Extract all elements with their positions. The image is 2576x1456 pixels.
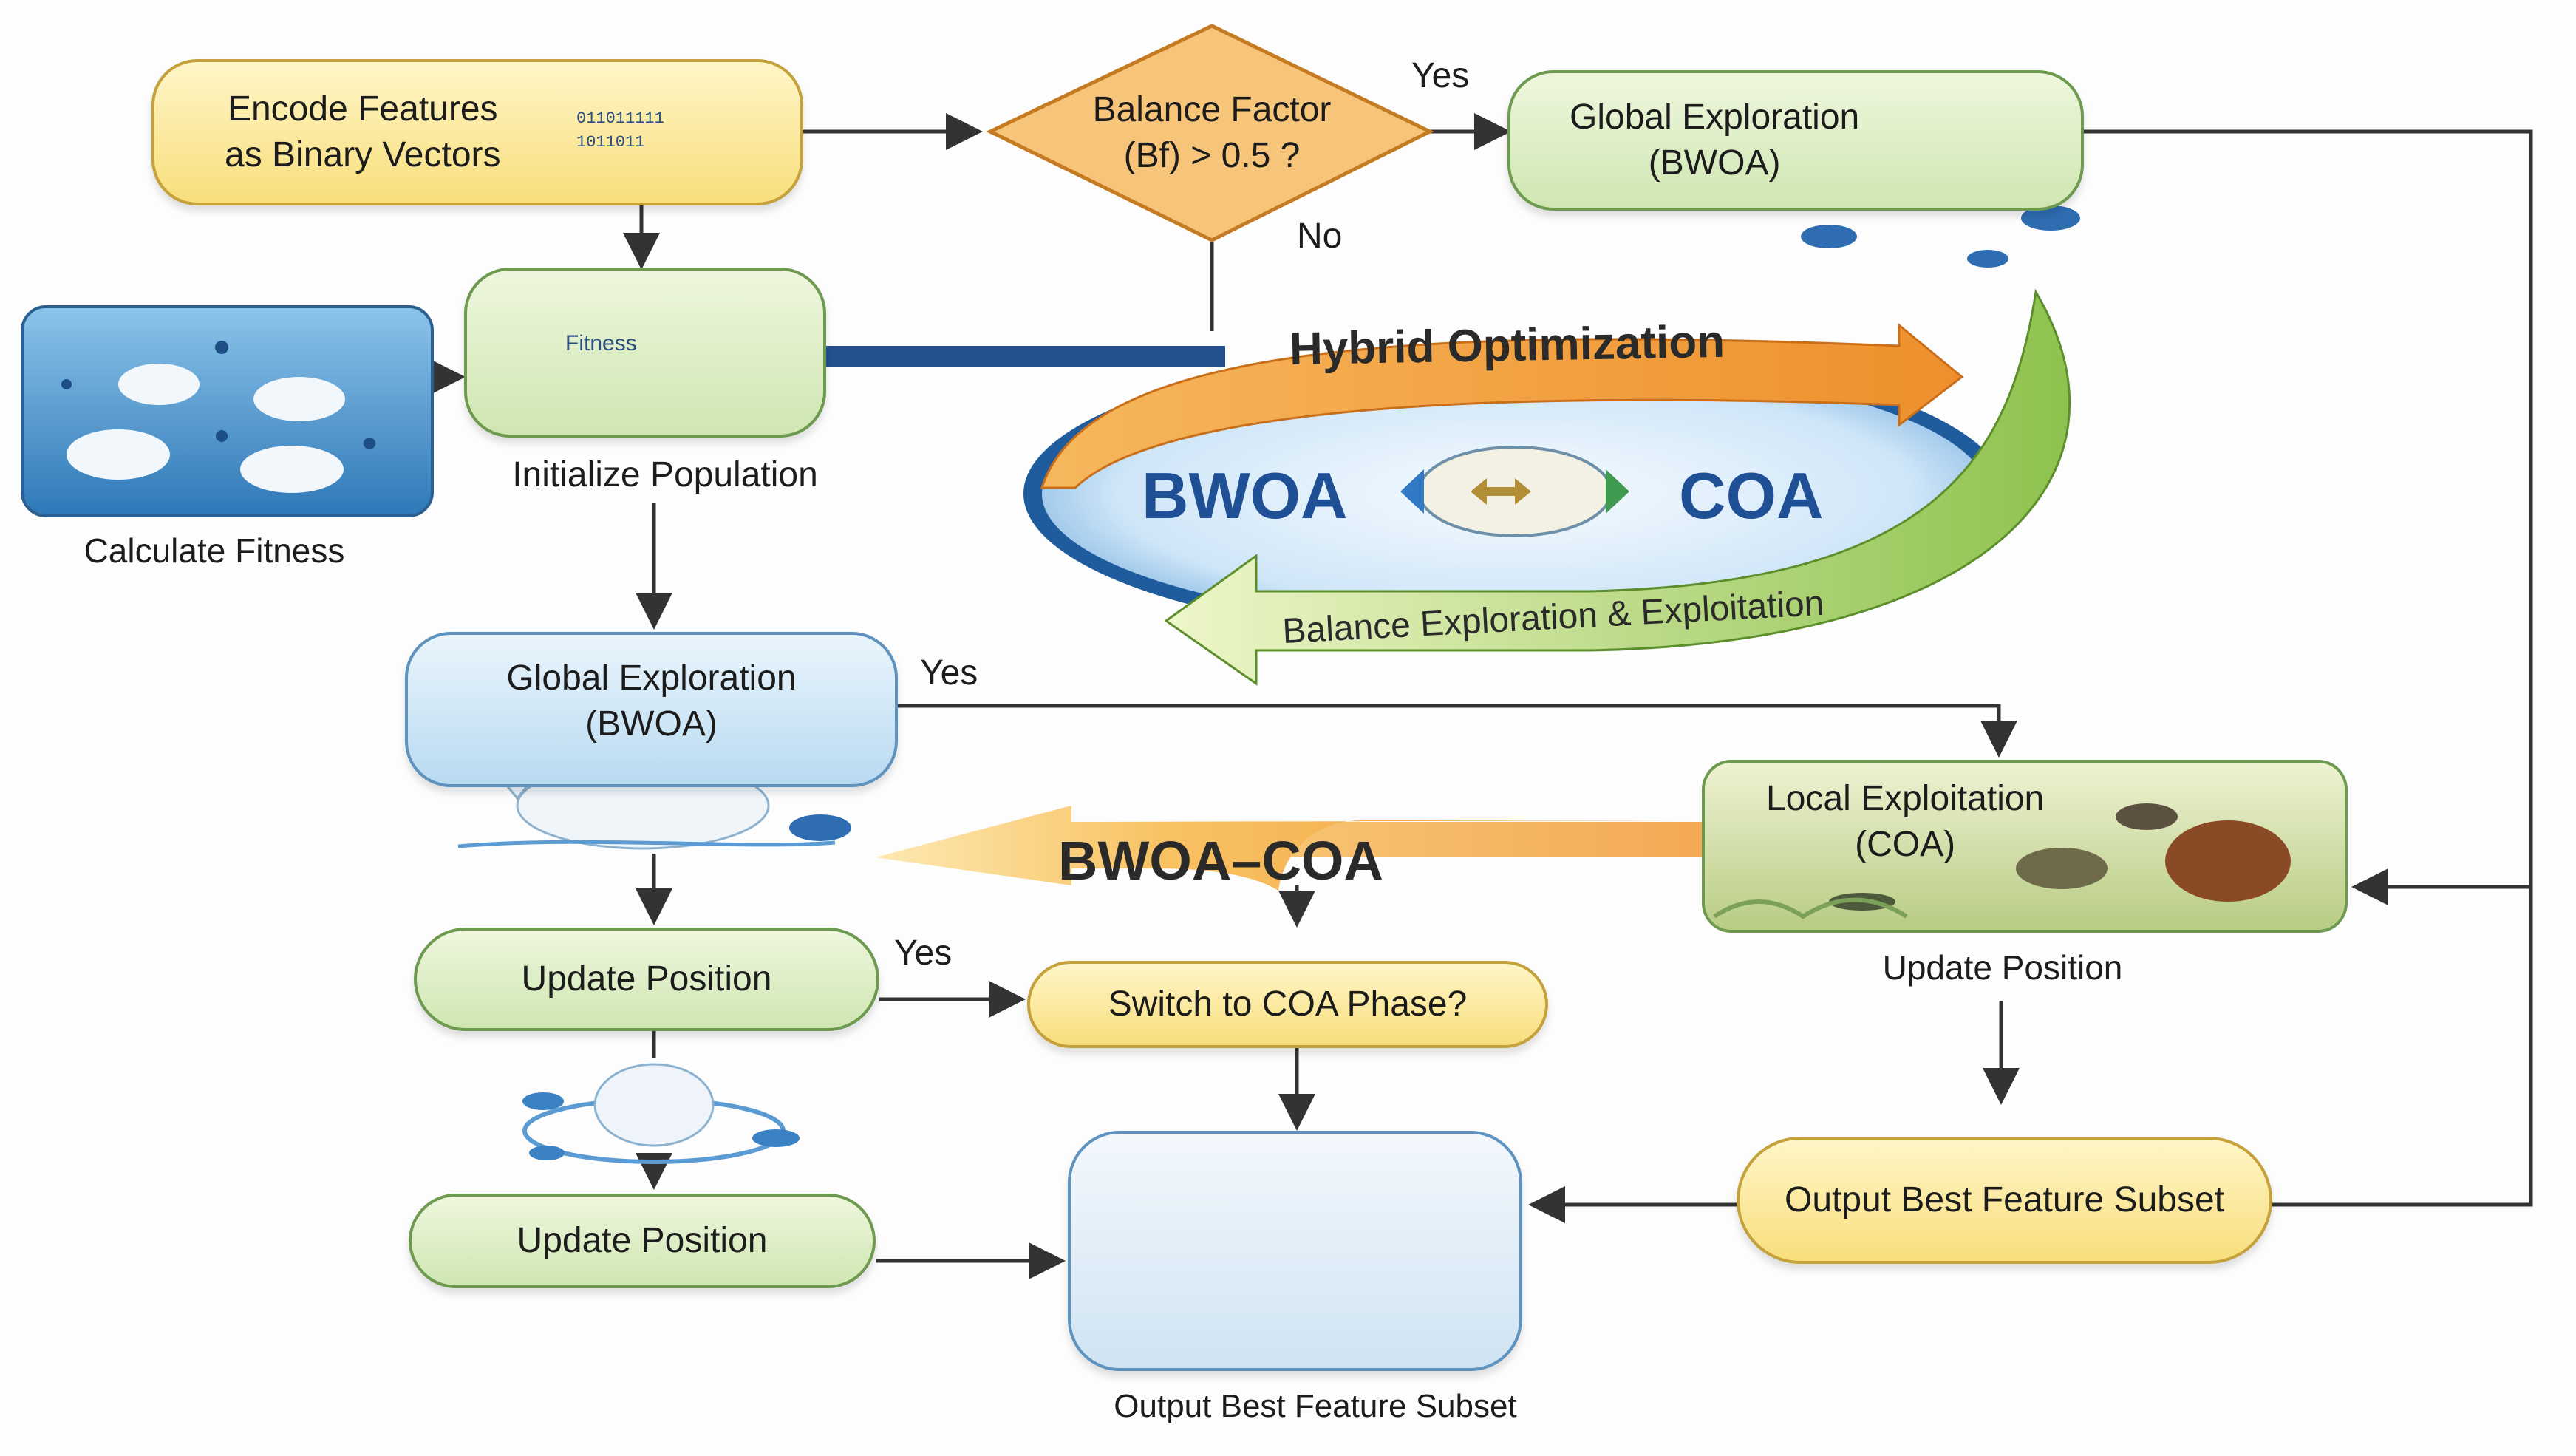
switch-coa-label: Switch to COA Phase? [1108,984,1468,1024]
update-position-1-node: Update Position [414,928,879,1031]
connectors [429,113,2533,1279]
global-exploration-top-label: Global Exploration (BWOA) [1570,97,1860,183]
hybrid-bwoa-label: BWOA [1142,459,1348,532]
edge-global-loop [2084,129,2533,905]
update-position-1-label: Update Position [521,959,772,999]
hybrid-coa-label: COA [1679,459,1824,532]
local-exploitation-label: Local Exploitation (COA) [1766,779,2045,865]
yes-top-label: Yes [1411,56,1470,95]
hybrid-bottom-arrow [1164,288,2071,686]
global-exploration-mid-node: Global Exploration (BWOA) [405,632,898,787]
ocean-whales-image [21,305,434,517]
hybrid-top-arrow [1040,322,1964,489]
decision-diamond [986,24,1434,242]
swap-arrow-icon [1471,478,1531,505]
local-update-position-label: Update Position [1882,948,2123,987]
initialize-population-label: Initialize Population [512,455,818,494]
output-best-subset-right-node: Output Best Feature Subset [1737,1137,2272,1264]
hybrid-optimization-graphic [1023,288,2071,686]
edge-globalmid-local [898,704,2017,758]
whale-vortex-image [522,1063,800,1164]
initialize-population-node [464,268,826,438]
encode-features-label: Encode Features as Binary Vectors [225,89,501,174]
binary-line-1: 011011111 [576,109,664,128]
forest-animals-image [1702,760,2348,933]
output-best-subset-node [1068,1131,1522,1371]
decision-label: Balance Factor (Bf) > 0.5 ? [1092,89,1332,175]
yes-mid-label: Yes [920,653,978,693]
update-position-2-node: Update Position [409,1194,876,1288]
encode-features-node: Encode Features as Binary Vectors [151,59,803,205]
arrow-left-icon [1400,469,1424,514]
local-exploitation-node: Local Exploitation (COA) [1703,761,2346,931]
output-best-subset-right-label: Output Best Feature Subset [1784,1180,2224,1219]
global-exploration-mid-label: Global Exploration (BWOA) [506,659,797,744]
hybrid-title: Hybrid Optimization [1289,316,1725,375]
global-exploration-top-node: Global Exploration (BWOA) [1507,70,2084,211]
bwoa-coa-banner-label: BWOA–COA [1058,830,1383,891]
switch-coa-node: Switch to COA Phase? [1027,961,1548,1048]
arrow-right-icon [1606,469,1629,514]
hybrid-link-bar [826,346,1225,367]
output-best-subset-bottom-label: Output Best Feature Subset [1114,1388,1517,1424]
no-top-label: No [1297,217,1343,256]
fitness-clipboard-text: Fitness [565,331,637,356]
edge-output-loop [2272,887,2533,1207]
binary-line-2: 1011011 [576,133,645,152]
decision-label-box: Balance Factor (Bf) > 0.5 ? [1035,81,1389,185]
update-position-2-label: Update Position [517,1220,768,1260]
calculate-fitness-label: Calculate Fitness [84,531,345,570]
yes-update-label: Yes [894,933,953,973]
